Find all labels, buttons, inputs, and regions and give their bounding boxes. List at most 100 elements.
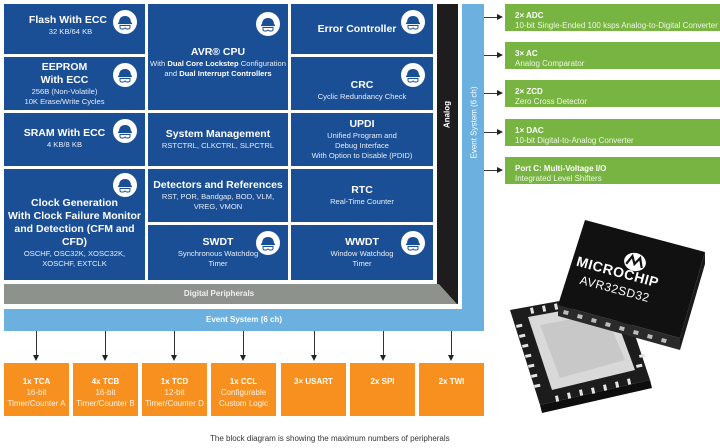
clock-sub-1: OSCHF, OSC32K, XOSC32K,	[23, 249, 126, 258]
arrow-head-right	[497, 52, 503, 58]
zcd-sub: Zero Cross Detector	[515, 97, 588, 106]
chip-top	[558, 220, 705, 350]
cpu-sub-2: and Dual Interrupt Controllers	[164, 69, 271, 79]
ccl-title: 1x CCL	[229, 377, 258, 386]
chip-illustration	[510, 220, 705, 413]
portc-title: Port C: Multi-Voltage I/O	[515, 164, 607, 173]
digital-peripheral-spi: 2x SPI	[350, 363, 415, 416]
digital-peripheral-usart: 3× USART	[281, 363, 346, 416]
ac-title: 3× AC	[515, 49, 538, 58]
sram-block: SRAM With ECC 4 KB/8 KB	[4, 113, 145, 166]
safety-helmet-icon	[256, 12, 280, 36]
dac-title: 1× DAC	[515, 126, 544, 135]
arrow-head-down	[448, 355, 454, 361]
digital-peripheral-tcd: 1x TCD 12-bit Timer/Counter D	[142, 363, 207, 416]
error-controller-block: Error Controller	[291, 4, 433, 54]
arrow-line	[484, 170, 498, 171]
arrow-line	[314, 331, 315, 356]
cpu-title: AVR® CPU	[190, 45, 246, 58]
sysman-sub: RSTCTRL, CLKCTRL, SLPCTRL	[161, 141, 275, 150]
rtc-title: RTC	[351, 184, 373, 196]
spi-title: 2x SPI	[370, 377, 395, 386]
arrow-line	[243, 331, 244, 356]
adc-sub: 10-bit Single-Ended 100 ksps Analog-to-D…	[515, 21, 718, 30]
updi-sub-2: Debug Interface	[334, 141, 390, 150]
analog-peripheral-ac: 3× AC Analog Comparator	[505, 42, 720, 69]
safety-helmet-icon	[113, 63, 137, 87]
flash-block: Flash With ECC 32 KB/64 KB	[4, 4, 145, 54]
safety-helmet-icon	[401, 231, 425, 255]
event-system-horizontal-bus	[4, 309, 484, 331]
wwdt-block: WWDT Window Watchdog Timer	[291, 225, 433, 280]
swdt-block: SWDT Synchronous Watchdog Timer	[148, 225, 288, 280]
detectors-sub-1: RST, POR, Bandgap, BOD, VLM,	[161, 192, 275, 201]
cpu-sub-bold-1: Dual Core Lockstep	[167, 58, 239, 68]
usart-title: 3× USART	[294, 377, 333, 386]
analog-peripheral-portc: Port C: Multi-Voltage I/O Integrated Lev…	[505, 157, 720, 184]
flash-sub: 32 KB/64 KB	[48, 27, 93, 36]
clock-title-2: With Clock Failure Monitor	[8, 210, 141, 222]
arrow-head-right	[497, 14, 503, 20]
cpu-sub-bold-2: Dual Interrupt Controllers	[179, 68, 272, 78]
analog-peripheral-dac: 1× DAC 10-bit Digital-to-Analog Converte…	[505, 119, 720, 146]
updi-sub-1: Unified Program and	[327, 131, 397, 140]
arrow-line	[451, 331, 452, 356]
safety-helmet-icon	[256, 231, 280, 255]
updi-block: UPDI Unified Program and Debug Interface…	[291, 113, 433, 166]
sysman-title: System Management	[165, 128, 271, 140]
safety-helmet-icon	[401, 10, 425, 34]
tcb-sub-2: Timer/Counter B	[76, 399, 135, 408]
arrow-line	[484, 17, 498, 18]
arrow-head-down	[102, 355, 108, 361]
digital-peripheral-tca: 1x TCA 16-bit Timer/Counter A	[4, 363, 69, 416]
safety-helmet-icon	[113, 119, 137, 143]
tcd-title: 1x TCD	[160, 377, 189, 386]
crc-sub: Cyclic Redundancy Check	[317, 92, 407, 101]
sram-title: SRAM With ECC	[23, 127, 106, 139]
updi-title: UPDI	[349, 118, 375, 130]
digital-peripheral-tcb: 4x TCB 16-bit Timer/Counter B	[73, 363, 138, 416]
event-system-vertical-bus	[462, 4, 484, 330]
tcd-sub-2: Timer/Counter D	[145, 399, 204, 408]
arrow-line	[383, 331, 384, 356]
event-system-horizontal-label: Event System (6 ch)	[205, 315, 283, 324]
eeprom-block: EEPROM With ECC 256B (Non-Volatile) 10K …	[4, 57, 145, 110]
eeprom-title-2: With ECC	[40, 73, 89, 86]
rtc-sub: Real-Time Counter	[330, 197, 394, 206]
eeprom-sub-1: 256B (Non-Volatile)	[31, 86, 98, 96]
flash-title: Flash With ECC	[28, 14, 107, 26]
arrow-head-down	[311, 355, 317, 361]
cpu-sub-1: With Dual Core Lockstep Configuration	[150, 59, 286, 69]
analog-peripheral-zcd: 2× ZCD Zero Cross Detector	[505, 80, 720, 107]
safety-helmet-icon	[113, 10, 137, 34]
tcb-sub-1: 16-bit	[95, 388, 116, 397]
eeprom-title-1: EEPROM	[41, 60, 88, 73]
tcb-title: 4x TCB	[91, 377, 120, 386]
arrow-head-right	[497, 90, 503, 96]
arrow-line	[174, 331, 175, 356]
analog-label: Analog	[442, 100, 452, 129]
wwdt-sub-2: Timer	[352, 259, 372, 268]
arrow-line	[484, 93, 498, 94]
microchip-logo-icon	[624, 252, 646, 272]
twi-title: 2x TWI	[438, 377, 465, 386]
arrow-head-down	[33, 355, 39, 361]
crc-block: CRC Cyclic Redundancy Check	[291, 57, 433, 110]
tca-sub-1: 16-bit	[26, 388, 47, 397]
analog-bus	[437, 4, 458, 304]
digital-peripheral-ccl: 1x CCL Configurable Custom Logic	[211, 363, 276, 416]
ccl-sub-2: Custom Logic	[219, 399, 268, 408]
wwdt-sub-1: Window Watchdog	[330, 249, 394, 258]
tcd-sub-1: 12-bit	[164, 388, 185, 397]
digital-peripheral-twi: 2x TWI	[419, 363, 484, 416]
arrow-line	[484, 132, 498, 133]
tca-sub-2: Timer/Counter A	[7, 399, 66, 408]
safety-helmet-icon	[401, 63, 425, 87]
arrow-head-down	[240, 355, 246, 361]
cpu-sub-mid: Configuration	[238, 58, 286, 68]
swdt-sub-2: Timer	[208, 259, 228, 268]
detectors-references-block: Detectors and References RST, POR, Bandg…	[148, 169, 288, 222]
crc-title: CRC	[350, 79, 374, 91]
dac-sub: 10-bit Digital-to-Analog Converter	[515, 136, 634, 145]
rtc-block: RTC Real-Time Counter	[291, 169, 433, 222]
